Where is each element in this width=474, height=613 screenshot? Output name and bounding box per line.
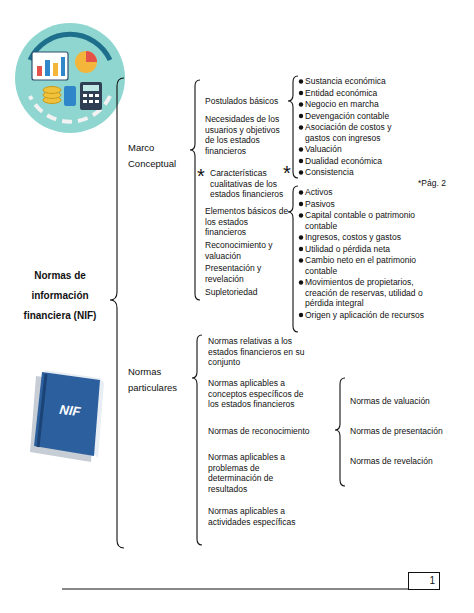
illustration-disc xyxy=(15,23,125,133)
pie-chart xyxy=(75,51,97,73)
bullet xyxy=(299,114,303,118)
page-number-box: 1 xyxy=(408,572,440,590)
label-text: Necesidades de los usuarios y objetivos … xyxy=(205,114,291,156)
label-text: Elementos básicos de los estados financi… xyxy=(205,206,291,238)
list-item: Valuación xyxy=(305,144,397,155)
bullet xyxy=(299,190,303,194)
bullet xyxy=(299,79,303,83)
label-text: Normas de valuación xyxy=(350,396,465,407)
page-number: 1 xyxy=(409,573,439,589)
bar xyxy=(37,66,42,76)
book-cover xyxy=(34,372,100,456)
list-item: Consistencia xyxy=(305,167,397,178)
coin xyxy=(43,87,61,94)
label-text: Marco Conceptual xyxy=(128,140,186,172)
bullet xyxy=(299,125,303,129)
label-text: Normas particulares xyxy=(128,364,190,396)
label-text: Reconocimiento y valuación xyxy=(205,240,291,261)
label-text: Normas relativas a los estados financier… xyxy=(208,336,308,368)
label-text: Postulados básicos xyxy=(205,96,293,107)
book-illustration xyxy=(30,370,104,462)
list-item: Asociación de costos y gastos con ingres… xyxy=(305,122,397,143)
label-text: Presentación y revelación xyxy=(205,263,291,284)
calculator-keys xyxy=(83,94,99,103)
curly-bracket xyxy=(192,335,202,545)
bullet-group xyxy=(299,79,303,317)
calculator xyxy=(80,82,102,110)
pie-slice xyxy=(86,51,97,62)
list-item: Movimientos de propietarios, creación de… xyxy=(305,277,445,309)
bullet xyxy=(299,258,303,262)
bullet xyxy=(299,91,303,95)
label-text: Normas aplicables a actividades específi… xyxy=(208,506,308,527)
list-item: Sustancia económica xyxy=(305,76,397,87)
bar xyxy=(45,60,50,76)
bullet xyxy=(299,102,303,106)
asterisk-mark: * xyxy=(197,166,211,186)
list-item: Dualidad económica xyxy=(305,156,397,167)
bullet xyxy=(299,170,303,174)
book-spine xyxy=(38,374,46,447)
bar xyxy=(61,57,65,76)
label-text: Normas de revelación xyxy=(350,456,465,467)
label-text: Normas de presentación xyxy=(350,426,465,437)
label-text: Supletoriedad xyxy=(205,287,291,298)
curly-bracket xyxy=(335,378,345,486)
list-item: Capital contable o patrimonio contable xyxy=(305,210,445,231)
bullet xyxy=(299,280,303,284)
bullet xyxy=(299,313,303,317)
curly-bracket xyxy=(110,78,124,548)
list-item: Utilidad o pérdida neta xyxy=(305,244,445,255)
list-item: Origen y aplicación de recursos xyxy=(305,310,445,321)
bullet xyxy=(299,202,303,206)
label-text: Características cualitativas de los esta… xyxy=(210,168,288,200)
footer-rule xyxy=(62,589,408,590)
chart-sheet xyxy=(32,52,68,80)
bullet xyxy=(299,159,303,163)
curly-bracket xyxy=(190,80,200,300)
calculator-screen xyxy=(83,85,99,91)
bar xyxy=(53,63,58,76)
list-item: Devengación contable xyxy=(305,111,397,122)
list-item: Negocio en marcha xyxy=(305,99,397,110)
phone xyxy=(64,86,76,106)
list-item: Ingresos, costos y gastos xyxy=(305,232,445,243)
label-text: Normas aplicables a conceptos específico… xyxy=(208,378,308,410)
label-text: Normas aplicables a problemas de determi… xyxy=(208,452,308,494)
asterisk-mark: * xyxy=(283,163,297,183)
label-text: Normas de reconocimiento xyxy=(208,426,328,437)
list-item: Entidad económica xyxy=(305,88,397,99)
label-text: Normas de información financiera (NIF) xyxy=(20,266,100,326)
bullet xyxy=(299,247,303,251)
list-item: Pasivos xyxy=(305,199,445,210)
label-text: *Pág. 2 xyxy=(418,178,470,189)
bullet xyxy=(299,147,303,151)
bullet xyxy=(299,213,303,217)
list-item: Activos xyxy=(305,187,445,198)
list-item: Cambio neto en el patrimonio contable xyxy=(305,255,445,276)
bullet xyxy=(299,235,303,239)
finance-illustration xyxy=(15,23,125,133)
curly-bracket xyxy=(288,186,298,332)
